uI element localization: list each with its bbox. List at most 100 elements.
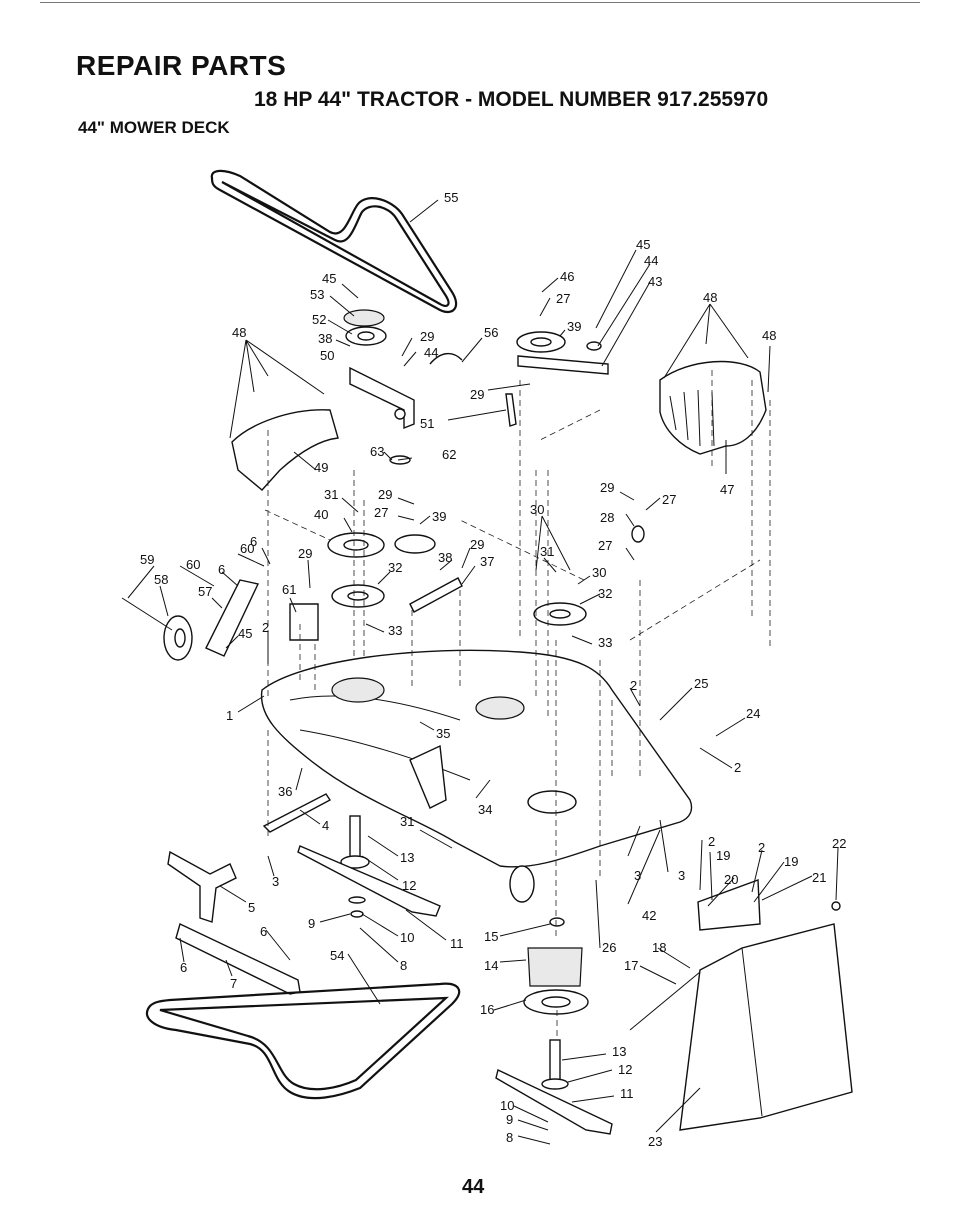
callout-8: 8	[400, 958, 407, 973]
spacer-12-right-drawing	[541, 1078, 569, 1090]
callout-14: 14	[484, 958, 498, 973]
callout-63: 63	[370, 444, 384, 459]
callout-17: 17	[624, 958, 638, 973]
callout-2: 2	[734, 760, 741, 775]
hinge-bracket-20-21-drawing	[697, 879, 761, 931]
callout-19: 19	[716, 848, 730, 863]
model-subtitle: 18 HP 44" TRACTOR - MODEL NUMBER 917.255…	[254, 88, 769, 111]
callout-19: 19	[784, 854, 798, 869]
callout-9: 9	[506, 1112, 513, 1127]
callout-46: 46	[560, 269, 574, 284]
callout-32: 32	[598, 586, 612, 601]
callout-24: 24	[746, 706, 760, 721]
callout-33: 33	[388, 623, 402, 638]
callout-2: 2	[758, 840, 765, 855]
callout-48: 48	[762, 328, 776, 343]
callout-27: 27	[662, 492, 676, 507]
callout-29: 29	[470, 387, 484, 402]
callout-28: 28	[600, 510, 614, 525]
callout-7: 7	[230, 976, 237, 991]
deck-spindle-right	[475, 696, 525, 720]
callout-11: 11	[450, 936, 464, 951]
callout-36: 36	[278, 784, 292, 799]
bearing-15-drawing	[549, 917, 565, 927]
callout-22: 22	[832, 836, 846, 851]
callout-34: 34	[478, 802, 492, 817]
belt-55-drawing	[210, 169, 458, 314]
callout-58: 58	[154, 572, 168, 587]
callout-37: 37	[480, 554, 494, 569]
pulley-32-right-hub	[549, 609, 571, 619]
callout-10: 10	[400, 930, 414, 945]
callout-9: 9	[308, 916, 315, 931]
callout-12: 12	[402, 878, 416, 893]
bracket-51-drawing	[505, 393, 517, 427]
bracket-5-drawing	[167, 850, 237, 923]
discharge-chute-23-drawing	[679, 923, 853, 1131]
spindle-housing-14-drawing	[527, 947, 583, 987]
callout-42: 42	[642, 908, 656, 923]
assembly-lines	[264, 370, 771, 1040]
callout-29: 29	[298, 546, 312, 561]
callout-12: 12	[618, 1062, 632, 1077]
callout-60: 60	[186, 557, 200, 572]
callout-44: 44	[644, 253, 658, 268]
callout-29: 29	[378, 487, 392, 502]
callout-60: 60	[240, 541, 254, 556]
nut-22-drawing	[831, 901, 841, 911]
callout-13: 13	[612, 1044, 626, 1059]
pulley-39-upper-hub	[530, 337, 552, 347]
arm-37-drawing	[409, 577, 463, 613]
callout-51: 51	[420, 416, 434, 431]
callout-29: 29	[470, 537, 484, 552]
callout-27: 27	[598, 538, 612, 553]
pulley-52-hub	[357, 331, 375, 341]
callout-57: 57	[198, 584, 212, 599]
callout-35: 35	[436, 726, 450, 741]
spring-56-drawing	[429, 353, 463, 365]
callout-10: 10	[500, 1098, 514, 1113]
callout-2: 2	[262, 620, 269, 635]
callout-44: 44	[424, 345, 438, 360]
deck-wheel-drawing	[509, 865, 535, 903]
deck-spindle-left	[331, 677, 385, 703]
spacer-12-left-drawing	[340, 855, 370, 869]
callout-61: 61	[282, 582, 296, 597]
pulley-53-drawing	[343, 309, 385, 327]
link-7-drawing	[175, 923, 301, 995]
top-rule	[40, 2, 920, 3]
callout-31: 31	[540, 544, 554, 559]
bolt-59-drawing	[121, 597, 173, 631]
bracket-57-drawing	[205, 579, 260, 657]
page-title: REPAIR PARTS	[76, 50, 287, 81]
callout-15: 15	[484, 929, 498, 944]
spindle-housing-16-bore	[541, 996, 571, 1008]
callout-33: 33	[598, 635, 612, 650]
discharge-chute-fold	[741, 947, 763, 1117]
leader-lines	[127, 199, 839, 1145]
pulley-32-left-hub	[347, 591, 369, 601]
callout-48: 48	[703, 290, 717, 305]
callout-11: 11	[620, 1086, 634, 1101]
callout-20: 20	[724, 872, 738, 887]
callout-31: 31	[324, 487, 338, 502]
callout-50: 50	[320, 348, 334, 363]
washer-44-drawing	[586, 341, 602, 351]
callout-29: 29	[420, 329, 434, 344]
callout-31: 31	[400, 814, 414, 829]
callout-6: 6	[250, 534, 257, 549]
pulley-40-hub	[343, 539, 369, 551]
deck-spindle-opening	[527, 790, 577, 814]
callout-8: 8	[506, 1130, 513, 1145]
section-heading: 44" MOWER DECK	[78, 118, 230, 137]
belt-55-inner	[221, 181, 450, 307]
callout-55: 55	[444, 190, 458, 205]
callout-48: 48	[232, 325, 246, 340]
callout-6: 6	[218, 562, 225, 577]
callout-21: 21	[812, 870, 826, 885]
spacer-28-drawing	[631, 525, 645, 543]
callout-2: 2	[708, 834, 715, 849]
callout-3: 3	[678, 868, 685, 883]
blade-11-right-drawing	[495, 1069, 613, 1135]
callout-4: 4	[322, 818, 329, 833]
